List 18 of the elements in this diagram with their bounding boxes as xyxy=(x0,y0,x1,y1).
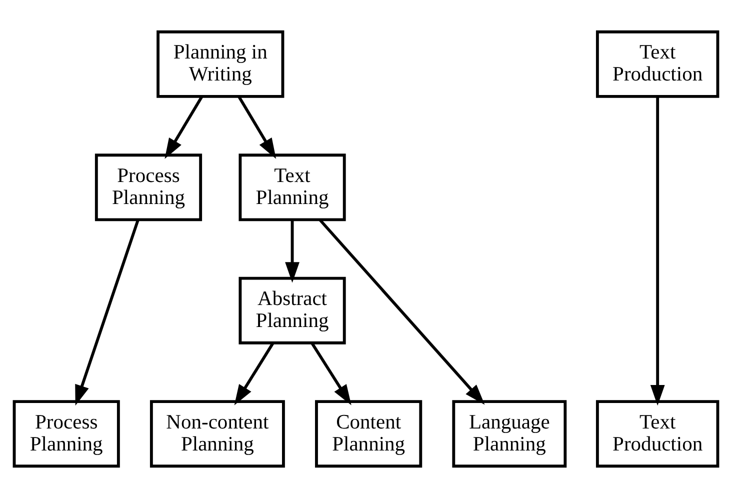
node-box: Content Planning xyxy=(315,400,422,468)
node-box: Process Planning xyxy=(12,400,120,468)
arrow xyxy=(310,342,352,406)
arrow xyxy=(75,219,140,406)
node-box: Text Planning xyxy=(238,154,346,222)
arrow xyxy=(238,96,276,159)
node-box: Non-content Planning xyxy=(150,400,285,468)
arrow xyxy=(164,96,204,159)
node-box: Language Planning xyxy=(452,400,567,468)
node-box: Text Production xyxy=(596,400,720,468)
node-box: Text Production xyxy=(596,30,720,98)
node-box: Abstract Planning xyxy=(238,276,346,344)
node-box: Process Planning xyxy=(94,154,202,222)
arrow xyxy=(650,96,665,406)
arrow xyxy=(318,218,485,405)
node-box: Planning in Writing xyxy=(156,30,284,98)
arrow xyxy=(285,220,300,283)
arrow xyxy=(234,342,274,406)
